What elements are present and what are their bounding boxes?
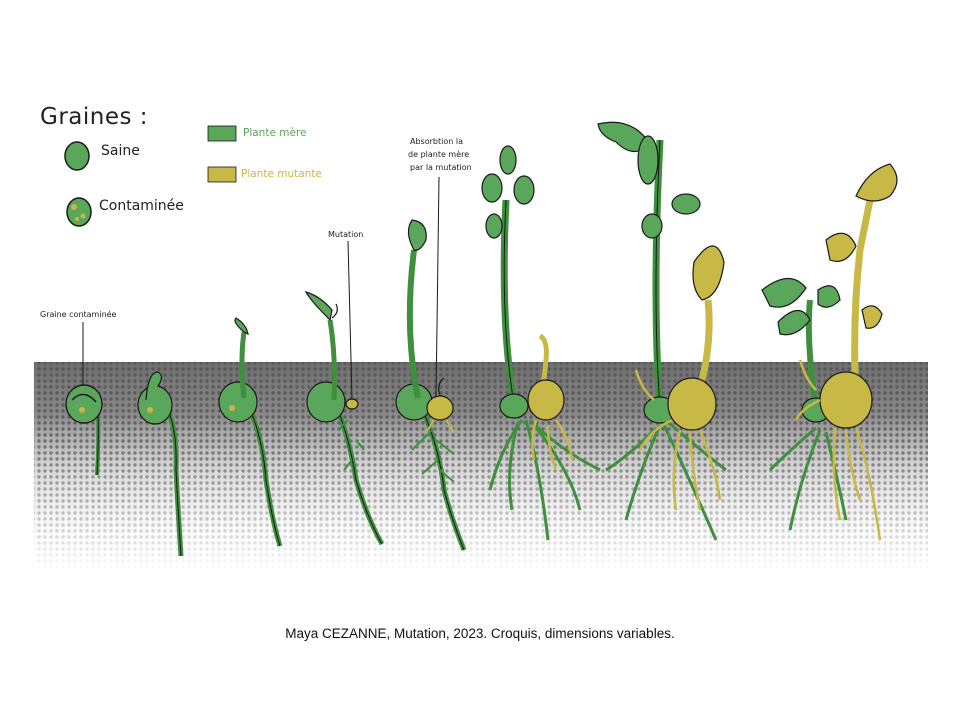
- legend-contaminated-seed-label: Contaminée: [99, 198, 184, 214]
- plant-stage-1: [65, 384, 103, 476]
- swatch-mother-plant: [207, 125, 237, 142]
- legend-healthy-seed-label: Saine: [101, 143, 140, 159]
- leader-line-mutation: [347, 240, 353, 401]
- plant-stage-8: [761, 163, 898, 541]
- swatch-mutant-plant: [207, 166, 237, 183]
- leader-line-absorption: [435, 176, 440, 401]
- annotation-absorption-line2: de plante mère: [408, 150, 470, 159]
- plant-stage-2: [137, 371, 184, 557]
- annotation-mutation: Mutation: [328, 230, 364, 239]
- swatch-mother-label: Plante mère: [243, 127, 307, 139]
- plant-stage-4: [304, 291, 385, 546]
- swatch-mutant-label: Plante mutante: [241, 168, 322, 180]
- plant-stage-7: [597, 121, 727, 541]
- plant-stage-3: [218, 317, 283, 547]
- legend-healthy-seed-icon: [64, 141, 90, 171]
- legend-contaminated-seed-icon: [66, 197, 92, 227]
- plant-stage-5: [395, 219, 467, 551]
- annotation-contaminated-seed: Graine contaminée: [40, 310, 117, 319]
- soil-ground: [34, 362, 928, 572]
- legend-title: Graines :: [40, 104, 149, 130]
- annotation-absorption-line3: par la mutation: [410, 163, 472, 172]
- plant-stage-6: [481, 145, 601, 541]
- annotation-absorption-line1: Absorbtion la: [410, 137, 463, 146]
- figure-caption: Maya CEZANNE, Mutation, 2023. Croquis, d…: [285, 626, 675, 641]
